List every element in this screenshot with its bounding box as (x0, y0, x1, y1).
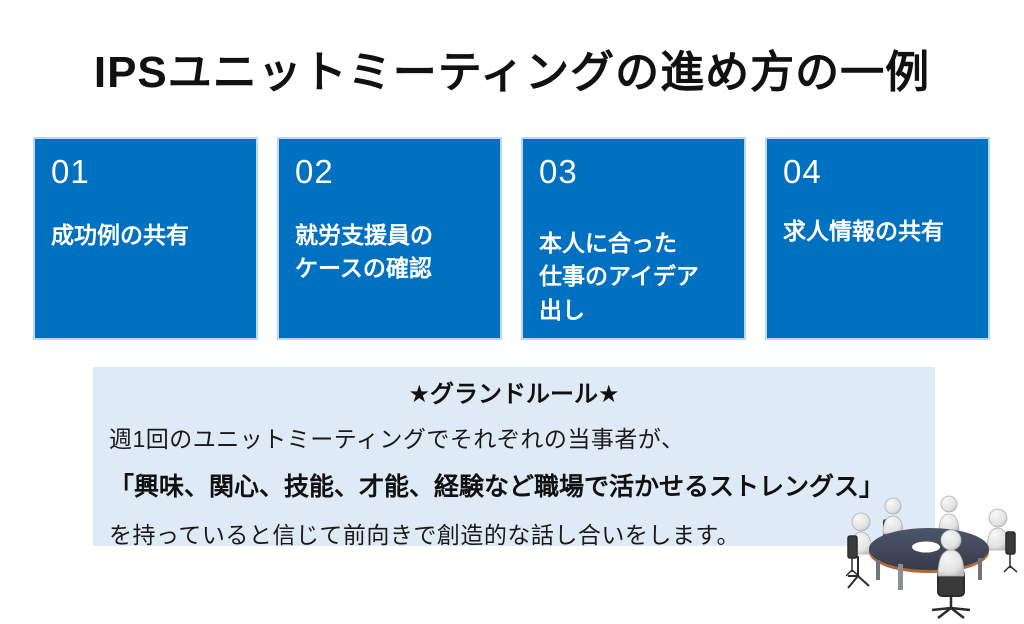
step-number: 03 (539, 153, 578, 190)
step-label: 求人情報の共有 (783, 218, 944, 244)
step-card-3: 03 本人に合った 仕事のアイデア 出し (521, 137, 746, 340)
slide-title: IPSユニットミーティングの進め方の一例 (93, 48, 931, 97)
chair-icon (846, 531, 1018, 577)
ground-rules-line3: を持っていると信じて前向きで創造的な話し合いをします。 (109, 522, 741, 548)
round-table-icon (869, 528, 989, 594)
step-number: 02 (295, 153, 334, 190)
step-card-2: 02 就労支援員の ケースの確認 (277, 137, 502, 340)
step-label: 本人に合った 仕事のアイデア 出し (539, 230, 699, 323)
step-card-1: 01 成功例の共有 (33, 137, 258, 340)
step-card-4: 04 求人情報の共有 (765, 137, 990, 340)
step-label: 成功例の共有 (51, 222, 189, 248)
meeting-round-table-illustration (846, 495, 1018, 619)
step-label: 就労支援員の ケースの確認 (295, 222, 433, 282)
ground-rules-box: ★グランドルール★ 週1回のユニットミーティングでそれぞれの当事者が、 「興味、… (93, 367, 935, 548)
ground-rules-line1: 週1回のユニットミーティングでそれぞれの当事者が、 (109, 426, 685, 452)
ground-rules-heading: ★グランドルール★ (408, 381, 620, 408)
step-number: 04 (783, 153, 822, 190)
chair-icon (847, 556, 870, 589)
person-figure-icon (931, 529, 971, 619)
step-number: 01 (51, 153, 90, 190)
steps-row: 01 成功例の共有 02 就労支援員の ケースの確認 03 本人に合った 仕事の… (33, 137, 990, 340)
ground-rules-line2: 「興味、関心、技能、才能、経験など職場で活かせるストレングス」 (109, 473, 885, 501)
